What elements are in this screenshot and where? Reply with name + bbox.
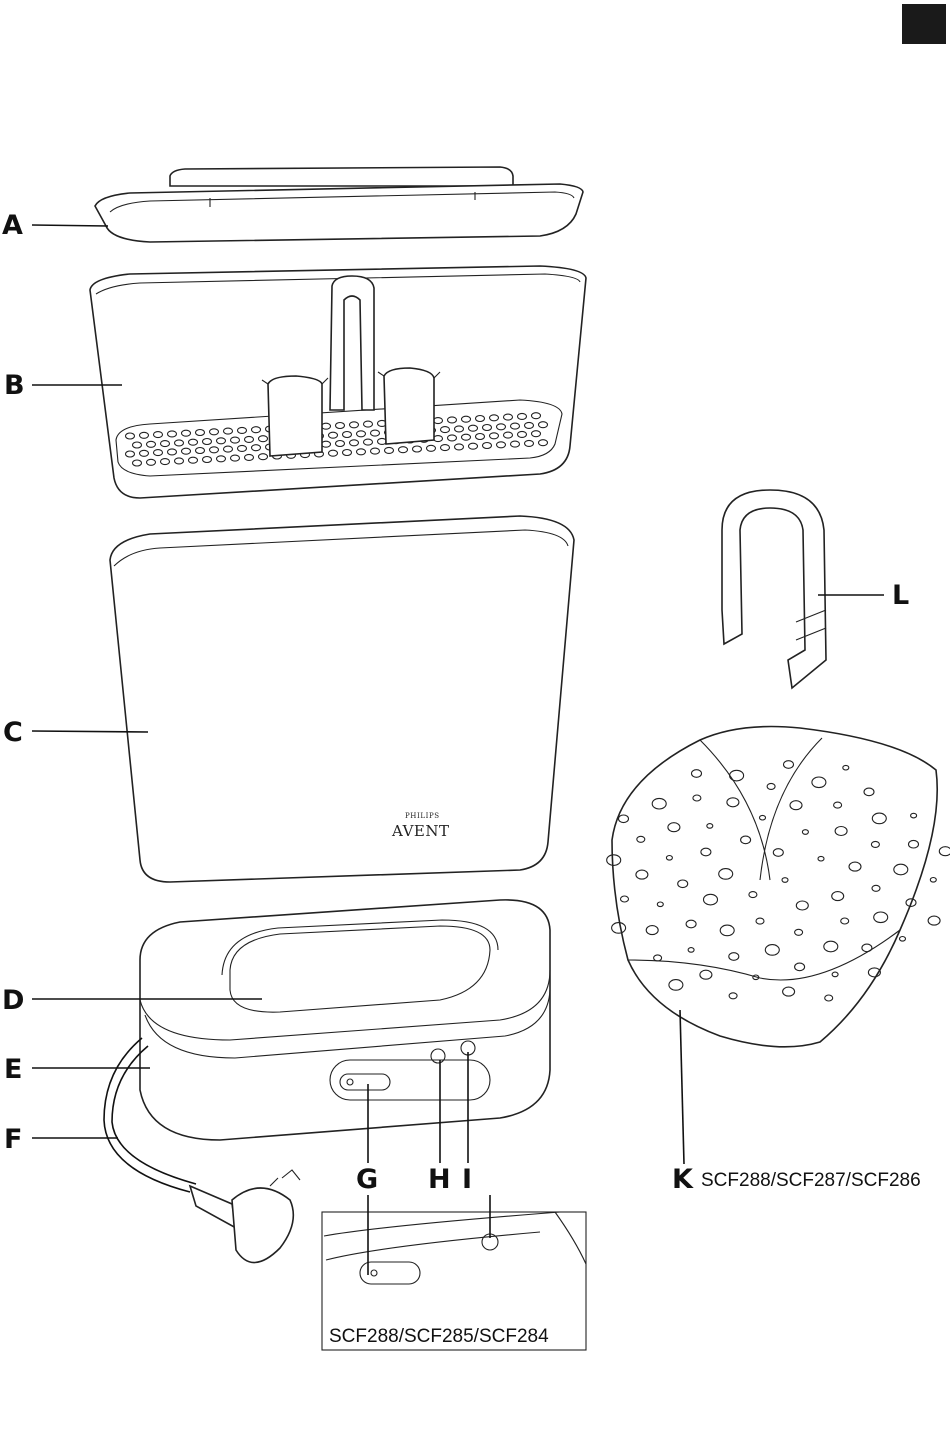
basket-model-label: SCF288/SCF287/SCF286 (701, 1170, 921, 1191)
part-k-holder (607, 727, 950, 1047)
callout-a: A (2, 210, 23, 241)
callout-h: H (428, 1164, 451, 1195)
corner-tab (902, 4, 946, 44)
holder-hole (939, 847, 950, 856)
callout-l: L (892, 580, 909, 611)
callout-b: B (4, 370, 25, 401)
brand-line: AVENT (391, 822, 450, 840)
callout-e: E (4, 1054, 22, 1085)
inset-model-label: SCF288/SCF285/SCF284 (329, 1326, 549, 1347)
callout-c: C (3, 717, 23, 748)
callout-i: I (462, 1164, 472, 1195)
part-b-tray (90, 266, 586, 498)
holder-hole (900, 937, 906, 942)
holder-hole (928, 916, 940, 925)
callout-g: G (356, 1164, 378, 1195)
holder-hole (930, 878, 936, 883)
callout-f: F (4, 1124, 22, 1155)
part-d-e-base (140, 900, 550, 1140)
part-l-clip (722, 490, 826, 688)
part-a-lid (95, 167, 583, 242)
inset-detail: SCF288/SCF285/SCF284 (322, 1212, 586, 1350)
callout-d: D (2, 985, 24, 1016)
part-c-vessel: PHILIPS AVENT (110, 516, 574, 882)
callout-k: K (672, 1164, 694, 1195)
brand-maker: PHILIPS (405, 812, 440, 820)
